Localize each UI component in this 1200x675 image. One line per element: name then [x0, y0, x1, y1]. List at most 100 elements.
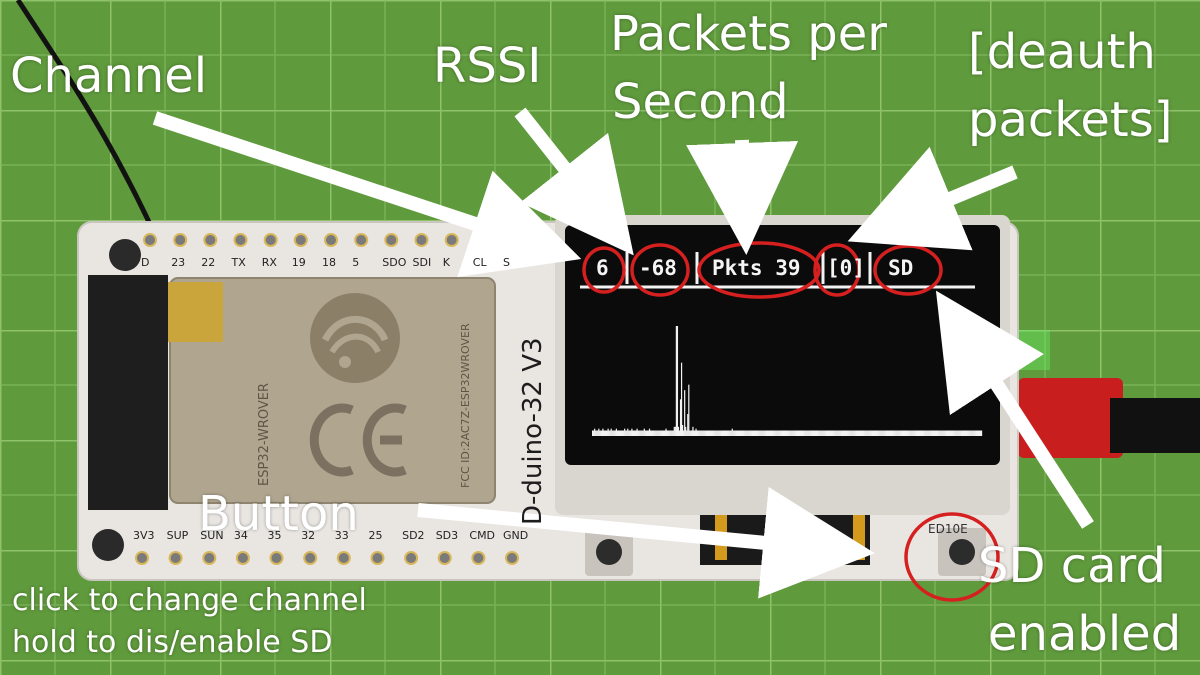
- packet-bar: [722, 430, 724, 436]
- button-left[interactable]: [585, 528, 633, 576]
- packet-bar: [824, 430, 826, 436]
- top-pin-hole: [444, 233, 459, 247]
- esp32-module: [169, 277, 496, 504]
- packet-bar: [638, 430, 640, 436]
- top-pin-hole: [474, 233, 489, 247]
- packet-bar: [675, 326, 677, 436]
- packet-bar: [707, 430, 710, 436]
- packet-bar: [826, 430, 829, 436]
- packet-bar: [832, 430, 834, 436]
- packet-bar: [873, 430, 875, 436]
- packet-bar: [614, 430, 616, 436]
- packet-bar: [838, 430, 840, 436]
- packet-bar: [840, 430, 842, 436]
- top-pin-label: 19: [291, 256, 306, 269]
- packet-bar: [906, 430, 908, 436]
- packet-bar: [854, 430, 856, 436]
- label-channel: Channel: [10, 48, 208, 104]
- packet-bar: [599, 430, 601, 436]
- packet-bar: [931, 430, 933, 436]
- packet-bar: [673, 426, 675, 436]
- packet-bar: [918, 430, 921, 436]
- bottom-pin-hole: [471, 551, 486, 565]
- packet-bar: [650, 430, 653, 436]
- packet-bar: [859, 430, 862, 436]
- packet-bar: [850, 430, 852, 436]
- packet-bar: [804, 430, 806, 436]
- packet-bar: [635, 430, 637, 436]
- button-code-text: ED10E: [928, 522, 968, 536]
- packet-bar: [611, 430, 613, 436]
- packet-bar: [808, 430, 810, 436]
- packet-bar: [721, 430, 723, 436]
- bottom-pin-hole: [269, 551, 284, 565]
- board-model-text: D-duino-32 V3: [518, 337, 548, 525]
- label-deauth-line1: [deauth: [968, 24, 1156, 80]
- packet-bar: [980, 430, 983, 436]
- button-right[interactable]: [938, 528, 986, 576]
- packet-bar: [795, 430, 797, 436]
- oled-deauth-number: 0: [839, 256, 853, 280]
- packet-bar: [624, 428, 626, 436]
- packet-bar: [710, 430, 713, 436]
- packet-bar: [697, 430, 699, 436]
- packet-bar: [623, 430, 625, 436]
- packet-bar: [598, 428, 600, 436]
- packet-bar: [709, 430, 712, 436]
- packet-bar: [756, 430, 758, 436]
- packet-bar: [636, 428, 638, 436]
- packet-bar: [923, 430, 925, 436]
- top-pin-hole: [203, 233, 218, 247]
- packet-bar: [757, 430, 759, 436]
- packet-bar: [733, 430, 735, 436]
- packet-bar: [718, 430, 720, 436]
- packet-bar: [729, 430, 731, 436]
- packet-bar: [699, 430, 701, 436]
- packet-bar: [875, 430, 877, 436]
- packet-bar: [727, 430, 729, 436]
- packet-bar: [743, 430, 745, 436]
- packet-bar: [678, 430, 681, 436]
- top-pin-label: CL: [472, 256, 487, 269]
- packet-bar: [816, 430, 818, 436]
- packet-bar: [791, 430, 793, 436]
- packet-bar: [785, 430, 787, 436]
- packet-bar: [689, 430, 691, 436]
- bottom-pin-hole: [135, 551, 149, 565]
- packet-bar: [702, 430, 704, 436]
- label-button-help-line1: click to change channel: [12, 583, 367, 618]
- packet-bar: [730, 430, 732, 436]
- packet-bar: [841, 430, 843, 436]
- packet-bar: [877, 430, 879, 436]
- packet-bar: [736, 430, 739, 436]
- packet-bar: [966, 430, 968, 436]
- packet-bar: [719, 430, 721, 436]
- packet-bar: [867, 430, 869, 436]
- packet-bar: [633, 430, 635, 436]
- top-pin-label: SDI: [412, 256, 432, 269]
- label-sd-line1: SD card: [978, 538, 1166, 594]
- packet-bar: [616, 430, 619, 436]
- packet-bar: [845, 430, 847, 436]
- packet-bar: [735, 430, 737, 436]
- packet-bar: [685, 426, 687, 436]
- circle-rssi: [630, 243, 690, 297]
- packet-bar: [848, 430, 850, 436]
- packet-bar: [806, 430, 808, 436]
- packet-bar: [604, 430, 606, 436]
- packet-bar: [615, 428, 617, 436]
- packet-bar: [968, 430, 970, 436]
- packet-bar: [618, 430, 621, 436]
- packet-bar: [932, 430, 934, 436]
- packet-bar: [602, 428, 604, 436]
- packet-bar: [860, 430, 863, 436]
- packet-bar: [963, 430, 965, 436]
- packet-bar: [764, 430, 766, 436]
- packet-bar: [858, 430, 861, 436]
- packet-bar: [846, 430, 848, 436]
- packet-bar: [888, 430, 891, 436]
- packet-bar: [825, 430, 827, 436]
- packet-bar: [664, 430, 666, 436]
- top-pin-label: 5: [352, 256, 360, 269]
- packet-bar: [723, 430, 725, 436]
